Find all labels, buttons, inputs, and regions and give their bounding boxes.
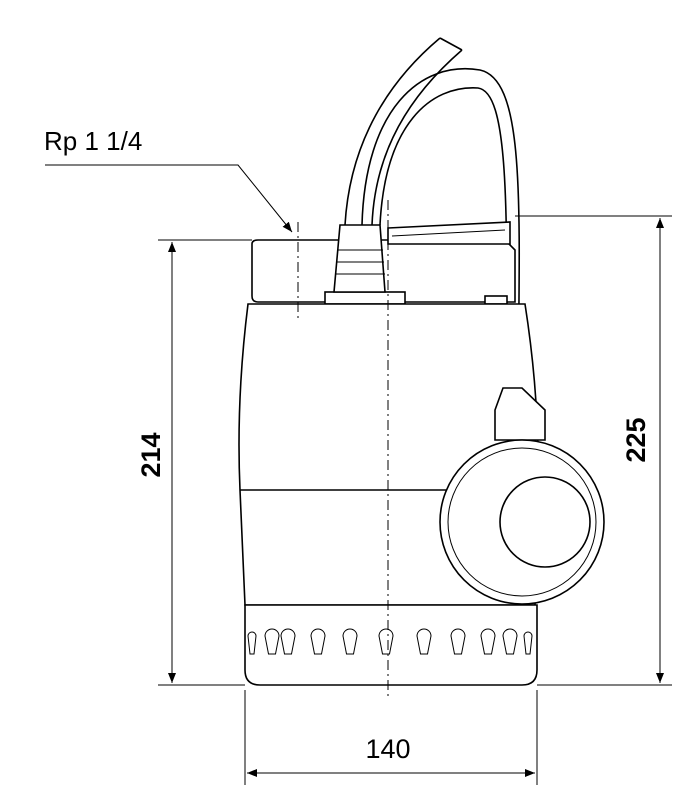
dimension-height-body: 214 xyxy=(136,239,252,686)
strainer-slot xyxy=(502,628,518,655)
pump-strainer xyxy=(244,604,538,686)
strainer-slot xyxy=(264,628,280,655)
strainer-slot xyxy=(247,631,257,655)
dimension-width: 140 xyxy=(244,690,538,785)
strainer-slot xyxy=(310,628,326,655)
strainer-slot xyxy=(523,631,533,655)
strainer-slot xyxy=(378,628,394,655)
pump-top-housing xyxy=(251,221,516,305)
strainer-slot xyxy=(280,628,296,655)
strainer-slot xyxy=(450,628,466,655)
strainer-slot xyxy=(342,628,358,655)
dimension-height-total: 225 xyxy=(515,215,672,686)
dimension-label-140: 140 xyxy=(365,734,410,764)
float-switch xyxy=(439,387,605,605)
connection-callout: Rp 1 1/4 xyxy=(44,126,293,233)
strainer-slot xyxy=(416,628,432,655)
strainer-slot xyxy=(480,628,496,655)
connection-label: Rp 1 1/4 xyxy=(44,126,142,156)
dimension-label-214: 214 xyxy=(136,432,166,477)
dimension-label-225: 225 xyxy=(621,417,651,462)
